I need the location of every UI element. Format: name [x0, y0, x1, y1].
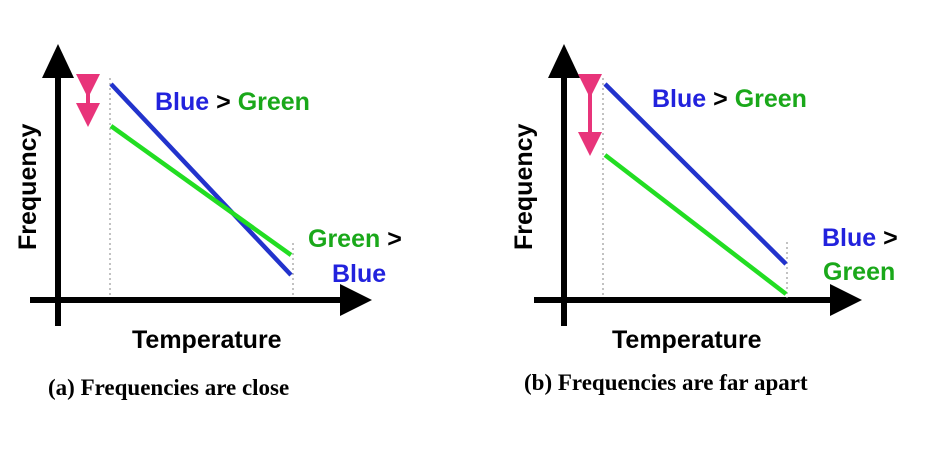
label-green: Green — [735, 85, 807, 113]
label-green-gt: Green > — [308, 225, 402, 253]
label-blue-2: Blue — [332, 260, 386, 288]
y-axis-arrowhead — [548, 44, 580, 78]
x-axis-arrowhead — [830, 284, 862, 316]
label-blue-gt-green: Blue > Green — [155, 88, 310, 116]
label-gt: > — [209, 88, 238, 116]
label-green: Green — [238, 88, 310, 116]
blue-line — [109, 82, 293, 277]
label-green: Green — [308, 225, 380, 253]
label-blue: Blue — [822, 224, 876, 252]
label-blue: Blue — [155, 88, 209, 116]
label-blue: Blue — [652, 85, 706, 113]
green-line — [109, 124, 293, 257]
panel-b: Frequency Temperature Blue > Green Blue … — [510, 44, 898, 395]
label-gt: > — [876, 224, 898, 252]
label-blue-gt: Blue > — [822, 224, 898, 252]
x-axis-title: Temperature — [132, 326, 282, 354]
label-gt: > — [706, 85, 735, 113]
y-axis-title: Frequency — [14, 123, 42, 250]
green-line — [603, 153, 788, 296]
caption-a: (a) Frequencies are close — [48, 375, 289, 400]
caption-b: (b) Frequencies are far apart — [524, 370, 808, 395]
y-axis-arrowhead — [42, 44, 74, 78]
blue-line — [603, 82, 788, 266]
x-axis-arrowhead — [340, 284, 372, 316]
label-green-2: Green — [823, 258, 895, 286]
panel-a: Frequency Temperature Blue > Green Green… — [14, 44, 402, 400]
x-axis-title: Temperature — [612, 326, 762, 354]
label-gt: > — [380, 225, 402, 253]
label-blue-gt-green: Blue > Green — [652, 85, 807, 113]
y-axis-title: Frequency — [510, 123, 538, 250]
